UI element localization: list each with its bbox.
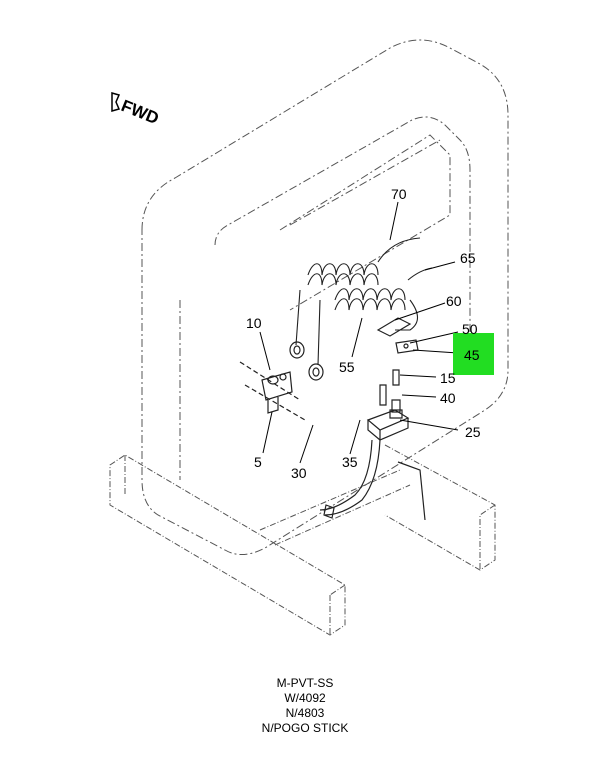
- callout-25[interactable]: 25: [465, 424, 481, 440]
- connector-block: [319, 409, 426, 521]
- right-bracket: [376, 317, 419, 354]
- fittings: [379, 369, 403, 419]
- callout-50[interactable]: 50: [462, 321, 478, 337]
- callout-45[interactable]: 45: [464, 347, 480, 363]
- coiled-air-lines: [295, 237, 433, 366]
- cab-back-panel: [141, 39, 509, 555]
- callout-55[interactable]: 55: [339, 359, 355, 375]
- left-bracket: [239, 361, 306, 421]
- diagram-caption: M-PVT-SS W/4092 N/4803 N/POGO STICK: [205, 676, 405, 736]
- leader-lines: [259, 201, 459, 464]
- callout-60[interactable]: 60: [446, 293, 462, 309]
- fwd-arrow-icon: [111, 92, 121, 112]
- fwd-label: FWD: [119, 96, 162, 128]
- callout-30[interactable]: 30: [291, 465, 307, 481]
- highlight-box-45[interactable]: [453, 333, 494, 375]
- callout-5[interactable]: 5: [254, 454, 262, 470]
- callout-10[interactable]: 10: [246, 315, 262, 331]
- caption-line-2: W/4092: [284, 691, 326, 705]
- callouts: 70 65 60 50 45 55 15 40 25 10 5 30 35: [246, 186, 481, 481]
- caption-line-1: M-PVT-SS: [276, 676, 334, 690]
- caption-line-3: N/4803: [285, 706, 325, 720]
- callout-40[interactable]: 40: [440, 390, 456, 406]
- caption-line-4: N/POGO STICK: [261, 721, 349, 735]
- callout-65[interactable]: 65: [460, 250, 476, 266]
- callout-70[interactable]: 70: [391, 186, 407, 202]
- fwd-indicator: FWD: [111, 92, 162, 128]
- chassis-frame: [109, 444, 496, 636]
- callout-35[interactable]: 35: [342, 454, 358, 470]
- callout-15[interactable]: 15: [440, 370, 456, 386]
- gladhands: [289, 341, 324, 381]
